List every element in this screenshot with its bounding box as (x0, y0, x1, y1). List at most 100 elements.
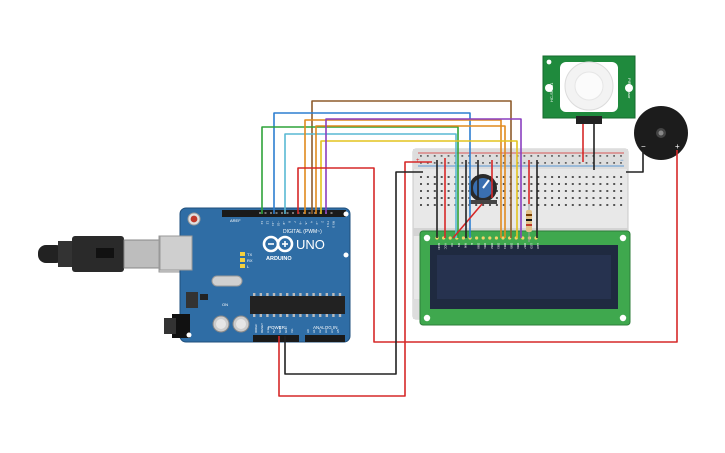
digital-pin-label: ~11 (271, 221, 275, 226)
digital-pin-label: RX 0 (332, 221, 336, 228)
lcd-pin-label: RW (463, 243, 467, 248)
digital-pin-label: ~6 (299, 221, 303, 225)
wire-blue (273, 112, 471, 238)
digital-pin-label: 7 (293, 221, 297, 223)
lcd-pin-label: E (470, 243, 474, 245)
lcd-pin-label: DB5 (510, 243, 514, 249)
wire-yellow (320, 140, 518, 238)
analog-pin-label: A4 (330, 329, 334, 333)
lcd-pin-label: RS (457, 243, 461, 247)
power-pin-label: GND (284, 326, 288, 334)
l-label: L (247, 264, 250, 269)
lcd-pin-label: DB3 (496, 243, 500, 249)
digital-pin-label: TX 1 (326, 221, 330, 228)
digital-pin-label: ~10 (277, 221, 281, 226)
digital-pin (303, 212, 305, 214)
arduino-uno-label: UNO (296, 237, 325, 252)
breadboard-minus-label: − (620, 158, 624, 164)
pir-label-left: HC-SR501 (549, 82, 554, 102)
digital-pin (330, 212, 333, 214)
resistor (526, 204, 532, 242)
on-label: ON (222, 302, 228, 307)
power-pin-label: IOREF (254, 324, 258, 333)
buzzer-plus-label: + (675, 142, 680, 151)
lcd-pin (448, 236, 452, 240)
power-pin-label: GND (278, 326, 282, 334)
digital-header-label: DIGITAL (PWM~) (283, 229, 322, 235)
lcd-pin-label: DB1 (483, 243, 487, 249)
aref-label: AREF (230, 218, 241, 223)
analog-pin-label: A1 (312, 329, 316, 333)
wire-black-gnd (284, 171, 423, 375)
lcd-pin-label: DB6 (516, 243, 520, 249)
tx-label: TX (247, 252, 252, 257)
wire-buzzer-black (626, 150, 644, 173)
digital-pin (308, 212, 311, 214)
pir-sensor: HC-SR501 PIR Sensor (542, 55, 636, 124)
wire-red-arduino-5v (278, 161, 432, 397)
digital-pin-label: 2 (321, 221, 325, 223)
lcd-pin (494, 236, 498, 240)
power-pin-label: 5V (272, 329, 276, 333)
lcd-pin (475, 236, 479, 240)
lcd-pin (521, 236, 525, 240)
wire-orange (304, 119, 502, 238)
digital-pin (264, 212, 267, 214)
buzzer-minus-label: − (641, 142, 646, 151)
lcd-screen (437, 255, 611, 299)
analog-header-label: ANALOG IN (313, 325, 338, 330)
lcd-pin-label: V0 (450, 243, 454, 247)
lcd-pin (501, 236, 505, 240)
wire-purple (325, 118, 522, 238)
digital-pin-label: ~5 (304, 221, 308, 225)
lcd-pin-label: DB7 (523, 243, 527, 249)
digital-pin-label: ~3 (315, 221, 319, 225)
lcd-pin-label: DB4 (503, 243, 507, 249)
digital-pin-label: 8 (288, 221, 292, 223)
analog-pin-label: A5 (336, 329, 340, 333)
power-pin-label: RESET (260, 323, 264, 333)
lcd-pin-label: DB2 (490, 243, 494, 249)
analog-pin-label: A2 (318, 329, 322, 333)
lcd-pin-label: LED (529, 243, 533, 250)
wire-pot-v0 (452, 203, 483, 239)
lcd-pin-label: DB0 (477, 243, 481, 249)
power-pin-label: Vin (290, 328, 294, 333)
power-pin-label: 3.3V (266, 327, 270, 333)
lcd-pin-label: VCC (444, 243, 448, 250)
wire-orange-2 (315, 125, 506, 238)
lcd-pin-label: LED (536, 243, 540, 250)
wire-brown (311, 100, 512, 238)
digital-pin-label: 12 (266, 221, 270, 225)
arduino-brand-label: ARDUINO (266, 256, 292, 262)
digital-pin-label: ~9 (282, 221, 286, 225)
digital-pin (259, 212, 261, 214)
breadboard-plus-label: + (416, 158, 420, 164)
wire-red-5v (297, 150, 678, 343)
digital-pin-label: 4 (310, 221, 314, 223)
lcd-pin (481, 236, 485, 240)
digital-pin (292, 212, 294, 214)
digital-pin (286, 212, 289, 214)
analog-pin-label: A3 (324, 329, 328, 333)
lcd-pin (488, 236, 492, 240)
lcd-pin (461, 236, 465, 240)
wire-green (261, 126, 459, 238)
wires (261, 100, 678, 397)
arduino-logo-icon (262, 235, 294, 253)
digital-pin (314, 212, 316, 214)
digital-pin-label: 13 (260, 221, 264, 225)
lcd-pin-label: GND (437, 243, 441, 251)
rx-label: RX (247, 258, 253, 263)
pir-label-right: PIR Sensor (627, 78, 632, 99)
piezo-buzzer: − + (634, 106, 688, 160)
power-header-label: POWER (268, 325, 286, 330)
digital-pin (281, 212, 283, 214)
digital-pin (275, 212, 278, 214)
analog-pin-label: A0 (306, 329, 310, 333)
wire-cyan (284, 133, 457, 238)
digital-pin (270, 212, 272, 214)
